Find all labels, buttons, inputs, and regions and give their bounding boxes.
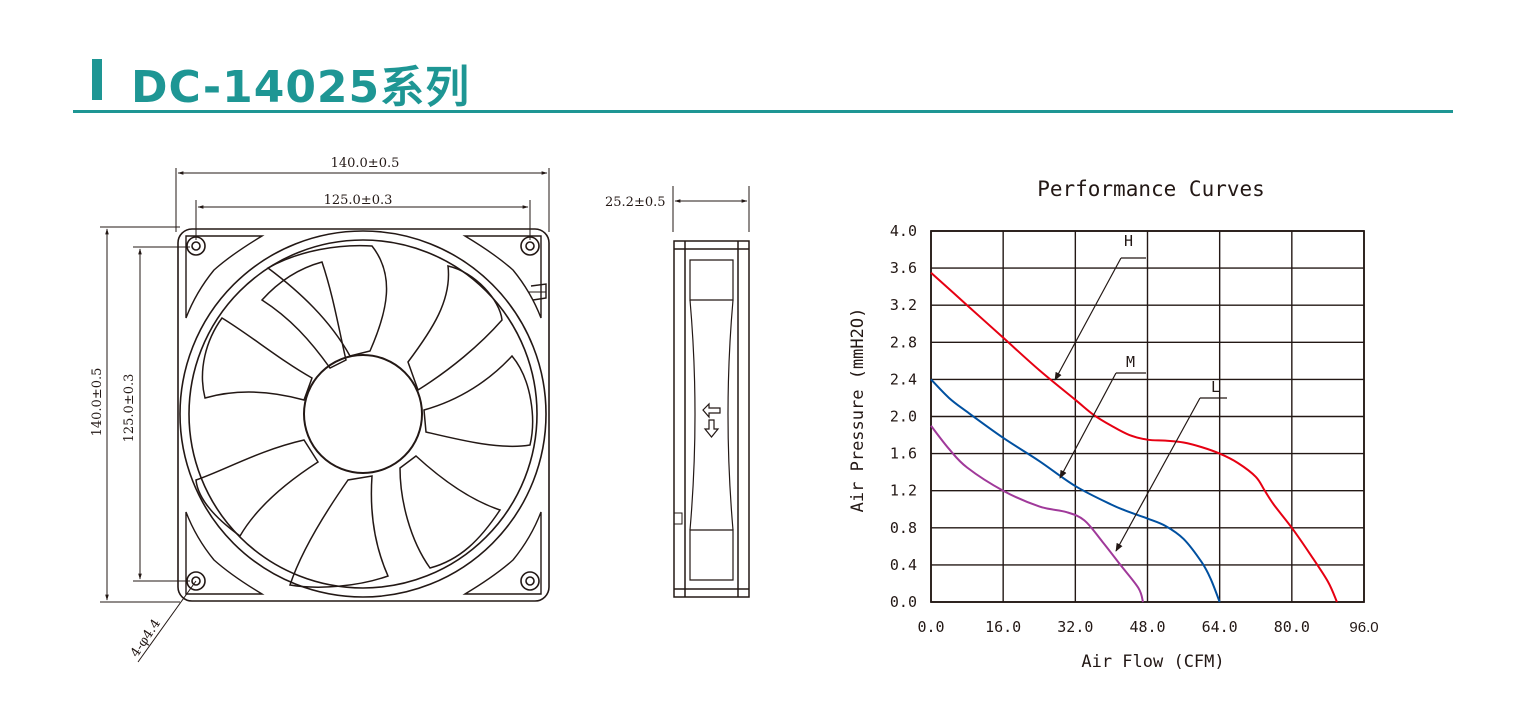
dim-depth xyxy=(672,186,750,232)
x-axis-label: Air Flow (CFM) xyxy=(1081,652,1224,672)
fan-frame-outer xyxy=(177,228,550,602)
venturi-inner xyxy=(188,239,538,589)
corner-pad-br xyxy=(462,511,542,595)
venturi-outer xyxy=(179,230,547,598)
dim-hole-height xyxy=(133,246,190,582)
page-title: DC-14025系列 xyxy=(131,62,471,113)
series-line-m xyxy=(930,378,1221,603)
callout-leader xyxy=(1054,257,1122,381)
y-tick-label: 2.0 xyxy=(890,408,917,426)
dim-hole-width xyxy=(195,200,531,240)
y-tick-label: 4.0 xyxy=(890,222,917,240)
y-tick-label: 3.6 xyxy=(890,259,917,277)
y-tick-label: 2.8 xyxy=(890,333,917,351)
mount-holes xyxy=(186,236,540,591)
dim-outer-height xyxy=(100,226,180,603)
y-tick-label: 3.2 xyxy=(890,296,917,314)
callout-leader xyxy=(1115,397,1201,552)
curve-callouts: H M L xyxy=(1054,232,1227,552)
x-tick-label: 64.0 xyxy=(1202,618,1238,636)
rotation-arrow-icon xyxy=(702,402,721,419)
title-accent-bar xyxy=(92,59,102,100)
series-line-l xyxy=(930,425,1144,603)
y-tick-label: 0.0 xyxy=(890,593,917,611)
front-view xyxy=(100,168,550,663)
y-tick-label: 0.8 xyxy=(890,519,917,537)
fan-blades xyxy=(195,244,534,588)
dim-outer-width-label: 140.0±0.5 xyxy=(331,156,400,171)
dim-outer-height-label: 140.0±0.5 xyxy=(90,368,105,437)
corner-pad-tl xyxy=(185,235,265,319)
callout-leader xyxy=(1059,372,1117,479)
x-tick-label: 80.0 xyxy=(1274,618,1310,636)
corner-pad-tr xyxy=(462,235,542,319)
fan-hub xyxy=(303,354,423,474)
cable-notch xyxy=(530,283,547,301)
side-view xyxy=(672,186,750,598)
x-tick-label: 16.0 xyxy=(985,618,1021,636)
x-tick-label: 32.0 xyxy=(1057,618,1093,636)
dim-depth-label: 25.2±0.5 xyxy=(605,195,666,210)
title-underline xyxy=(73,110,1453,113)
chart-title: Performance Curves xyxy=(1037,177,1265,201)
y-tick-labels: 0.0 0.4 0.8 1.2 1.6 2.0 2.4 2.8 3.2 3.6 4.0 xyxy=(890,222,917,611)
performance-chart: Performance Curves 0.0 0.4 0.8 1.2 1.6 2.0 2.4… xyxy=(848,177,1379,672)
y-tick-label: 0.4 xyxy=(890,556,917,574)
curve-label-l: L xyxy=(1211,378,1220,396)
chart-grid xyxy=(930,230,1365,603)
dim-hole-height-label: 125.0±0.3 xyxy=(122,374,137,443)
y-axis-label: Air Pressure (mmH2O) xyxy=(848,308,868,513)
y-tick-label: 2.4 xyxy=(890,370,917,388)
corner-pad-bl xyxy=(185,511,265,595)
x-tick-labels: 0.0 16.0 32.0 48.0 64.0 80.0 96.0 xyxy=(917,618,1378,636)
hole-callout-label: 4-φ4.4 xyxy=(128,617,164,661)
side-frame xyxy=(673,240,750,598)
page-header: DC-14025系列 xyxy=(0,0,1521,115)
curve-label-h: H xyxy=(1124,232,1133,250)
plot-frame xyxy=(930,230,1365,603)
dim-outer-width xyxy=(175,168,550,232)
x-tick-label: 48.0 xyxy=(1129,618,1165,636)
hole-callout-leader xyxy=(137,580,197,663)
curve-label-m: M xyxy=(1126,353,1135,371)
chart-series xyxy=(930,271,1338,603)
x-tick-label: 96.0 xyxy=(1349,619,1378,636)
x-tick-label: 0.0 xyxy=(917,618,944,636)
y-tick-label: 1.2 xyxy=(890,482,917,500)
series-line-h xyxy=(930,271,1338,603)
dim-hole-width-label: 125.0±0.3 xyxy=(324,193,393,208)
flow-direction-arrow-icon xyxy=(703,419,720,438)
y-tick-label: 1.6 xyxy=(890,445,917,463)
